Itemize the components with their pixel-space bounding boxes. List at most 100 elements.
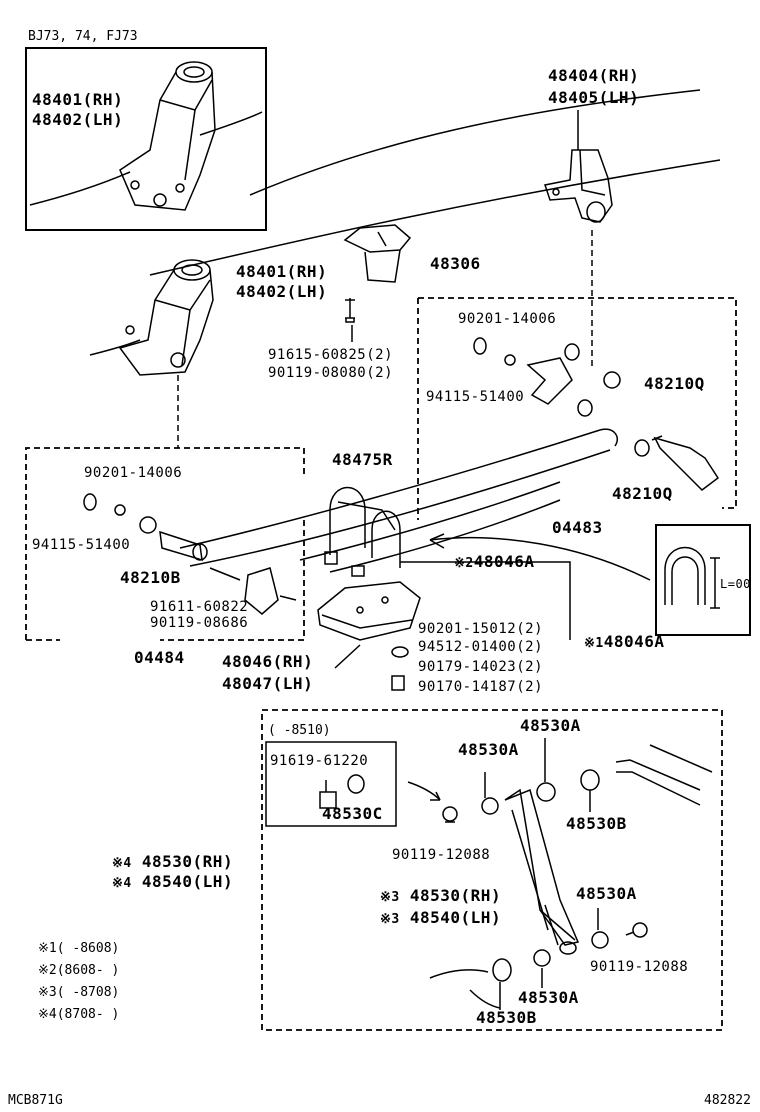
bracket-bolt-label[interactable]: 91615-60825(2) — [268, 347, 394, 363]
legend-range-4: (8708- ) — [56, 1007, 120, 1022]
legend-row-3: ※3( -8708) — [38, 986, 119, 999]
spring-seat-drawing — [317, 581, 421, 641]
u-bolt-marker: ※2 — [454, 556, 474, 571]
spring-seat-nut2-label[interactable]: 90170-14187(2) — [418, 679, 544, 695]
shock-alt-marker-rh: ※3 — [380, 890, 400, 905]
bracket-bolt-drawing — [345, 298, 355, 323]
front-pin-nut-label[interactable]: 90201-14006 — [84, 465, 183, 481]
shock-main-label-lh[interactable]: ※4 48540(LH) — [112, 872, 234, 891]
early-part-label[interactable]: 48530C — [322, 804, 383, 823]
cushion-a3-label[interactable]: 48530A — [576, 884, 637, 903]
shock-main-marker-lh: ※4 — [112, 876, 132, 891]
model-header: BJ73, 74, FJ73 — [28, 29, 138, 44]
inset-frame-rail-lower — [199, 111, 263, 136]
leaf-spring-kit-label[interactable]: 04483 — [552, 518, 603, 537]
front-pin-bolt-nut-label[interactable]: 90119-08686 — [150, 615, 249, 631]
u-bolt-inset-drawing — [664, 546, 720, 609]
u-bolt-part: 48046A — [473, 552, 535, 571]
cushion-a1-label[interactable]: 48530A — [520, 716, 581, 735]
front-pin-bushing-label[interactable]: 48210B — [120, 568, 181, 587]
spring-seat-lh-label[interactable]: 48047(LH) — [222, 674, 314, 693]
legend-range-1: ( -8608) — [56, 941, 120, 956]
bracket-nut-label[interactable]: 90119-08080(2) — [268, 365, 394, 381]
front-pin-drawing — [83, 493, 297, 615]
rear-hanger-lh-label[interactable]: 48405(LH) — [548, 88, 640, 107]
legend-marker-2: ※2 — [38, 963, 57, 978]
early-type-inset — [265, 741, 397, 827]
u-bolt-inset-frame — [655, 524, 751, 636]
shock-leaders — [484, 738, 599, 1010]
legend-marker-3: ※3 — [38, 985, 57, 1000]
rear-shackle-drawing — [473, 337, 720, 491]
rear-hanger-drawing — [544, 149, 613, 223]
shock-alt-label-rh[interactable]: ※3 48530(RH) — [380, 886, 502, 905]
legend-marker-1: ※1 — [38, 941, 57, 956]
inset-bracket-lh-label[interactable]: 48402(LH) — [32, 110, 124, 129]
footer-code-left: MCB871G — [8, 1093, 63, 1108]
shock-alt-part-lh: 48540(LH) — [409, 908, 502, 927]
leaf-spring-label[interactable]: 48475R — [332, 450, 393, 469]
front-pin-washer-label[interactable]: 94115-51400 — [32, 537, 131, 553]
footer-code-right: 482822 — [704, 1093, 751, 1108]
front-pin-kit-label[interactable]: 04484 — [134, 648, 185, 667]
front-bracket-lh-label[interactable]: 48402(LH) — [236, 282, 328, 301]
shock-drawing — [319, 744, 713, 1009]
shock-upper-nut-label[interactable]: 90119-12088 — [392, 847, 491, 863]
shock-date-range: ( -8510) — [268, 723, 331, 738]
front-bracket-drawing — [118, 259, 214, 376]
legend-row-2: ※2(8608- ) — [38, 964, 119, 977]
u-bolt-arrow — [429, 536, 651, 581]
u-bolt-alt-label[interactable]: ※148046A — [584, 632, 665, 651]
spring-seat-hardware — [391, 646, 409, 691]
front-pin-bolt-label[interactable]: 91611-60822 — [150, 599, 249, 615]
legend-marker-4: ※4 — [38, 1007, 57, 1022]
rear-hanger-rh-label[interactable]: 48404(RH) — [548, 66, 640, 85]
inset-bracket-drawing — [119, 61, 216, 211]
cushion-a2-label[interactable]: 48530A — [458, 740, 519, 759]
shock-alt-label-lh[interactable]: ※3 48540(LH) — [380, 908, 502, 927]
spring-seat-rh-label[interactable]: 48046(RH) — [222, 652, 314, 671]
spring-seat-washer2-label[interactable]: 94512-01400(2) — [418, 639, 544, 655]
legend-range-2: (8608- ) — [56, 963, 120, 978]
early-bolt-label[interactable]: 91619-61220 — [270, 753, 369, 769]
shock-box — [261, 709, 723, 1031]
frame-rail-upper — [249, 89, 701, 196]
shock-alt-part-rh: 48530(RH) — [409, 886, 502, 905]
frame-rail-lower — [149, 159, 721, 276]
inset-frame — [25, 47, 267, 231]
spring-seat-nut-label[interactable]: 90179-14023(2) — [418, 659, 544, 675]
front-frame-rail — [89, 339, 141, 356]
front-bracket-rh-label[interactable]: 48401(RH) — [236, 262, 328, 281]
u-bolt-alt-part: 48046A — [603, 632, 665, 651]
inset-frame-rail-upper — [29, 171, 131, 206]
u-bolt-label[interactable]: ※248046A — [454, 552, 535, 571]
u-bolt-drawing — [324, 486, 401, 577]
shock-main-marker-rh: ※4 — [112, 856, 132, 871]
cushion-b1-label[interactable]: 48530B — [566, 814, 627, 833]
rear-shackle-bushing-upper-label[interactable]: 48210Q — [644, 374, 705, 393]
bumper-stopper-label[interactable]: 48306 — [430, 254, 481, 273]
shock-alt-marker-lh: ※3 — [380, 912, 400, 927]
u-bolt-leader — [400, 561, 571, 640]
front-pin-box — [25, 447, 305, 641]
cushion-b2-label[interactable]: 48530B — [476, 1008, 537, 1027]
shock-main-part-lh: 48540(LH) — [141, 872, 234, 891]
spring-seat-leader — [334, 644, 361, 669]
u-bolt-dimension: L=00 — [720, 577, 751, 591]
legend-row-1: ※1( -8608) — [38, 942, 119, 955]
rear-shackle-nut-label[interactable]: 90201-14006 — [458, 311, 557, 327]
cushion-a4-label[interactable]: 48530A — [518, 988, 579, 1007]
spring-seat-washer-label[interactable]: 90201-15012(2) — [418, 621, 544, 637]
rear-shackle-bushing-lower-label[interactable]: 48210Q — [612, 484, 673, 503]
u-bolt-alt-marker: ※1 — [584, 636, 604, 651]
legend-range-3: ( -8708) — [56, 985, 120, 1000]
bumper-stopper-drawing — [343, 224, 412, 283]
shock-lower-nut-label[interactable]: 90119-12088 — [590, 959, 689, 975]
inset-bracket-rh-label[interactable]: 48401(RH) — [32, 90, 124, 109]
shock-main-label-rh[interactable]: ※4 48530(RH) — [112, 854, 233, 871]
rear-shackle-washer-label[interactable]: 94115-51400 — [426, 389, 525, 405]
rear-shackle-box — [417, 297, 737, 520]
leaf-spring-drawing — [179, 428, 619, 573]
